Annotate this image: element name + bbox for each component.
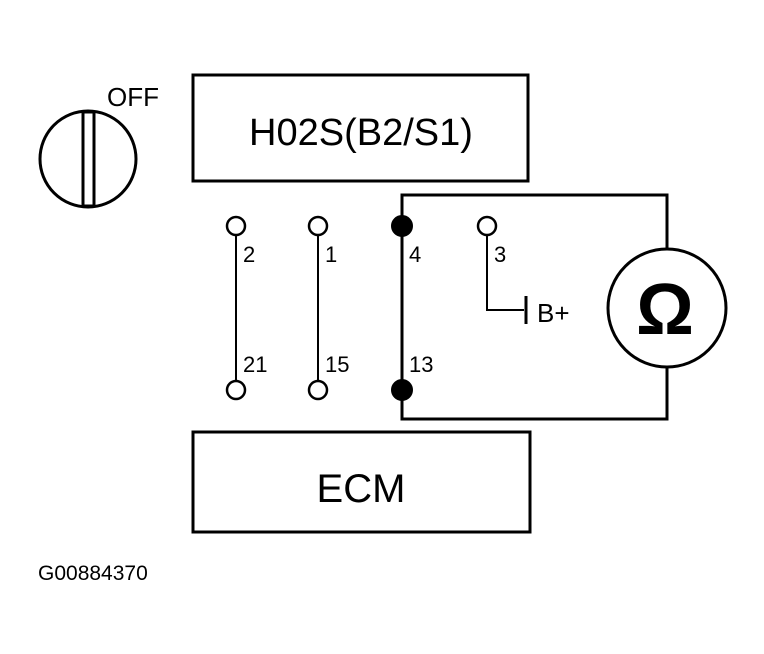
ohmmeter-circuit: 4 13 Ω	[391, 193, 728, 421]
terminal-15	[307, 379, 329, 401]
pin-label-1: 1	[325, 242, 337, 267]
wire-2-21: 2 21	[225, 215, 267, 401]
pin-label-4: 4	[409, 242, 421, 267]
sensor-connector: H02S(B2/S1)	[191, 73, 530, 183]
ignition-switch-body	[38, 109, 138, 209]
pin-label-2: 2	[243, 242, 255, 267]
supply-label: B+	[537, 298, 570, 328]
ohmmeter	[606, 247, 728, 369]
ecm-box	[191, 430, 532, 534]
meter-lead-upper	[400, 193, 669, 249]
terminal-21	[225, 379, 247, 401]
pin-label-13: 13	[409, 352, 433, 377]
pin-label-3: 3	[494, 242, 506, 267]
terminal-3	[476, 215, 498, 237]
pin-label-21: 21	[243, 352, 267, 377]
terminal-1	[307, 215, 329, 237]
sensor-label: H02S(B2/S1)	[249, 112, 473, 154]
pin-label-15: 15	[325, 352, 349, 377]
terminal-2	[225, 215, 247, 237]
ignition-key-slot	[81, 110, 96, 208]
ecm-label: ECM	[317, 467, 406, 511]
wire-1-15: 1 15	[307, 215, 349, 401]
terminal-4	[391, 215, 413, 237]
ignition-switch: OFF	[38, 82, 159, 209]
meter-lead-lower	[400, 367, 669, 421]
terminal-13	[391, 379, 413, 401]
supply-terminal-3: 3 B+	[476, 215, 570, 328]
sensor-box	[191, 73, 530, 183]
figure-id: G00884370	[38, 562, 148, 585]
ignition-off-label: OFF	[107, 82, 159, 112]
supply-wire	[486, 235, 524, 311]
ecm-connector: ECM	[191, 430, 532, 534]
ohm-symbol: Ω	[636, 270, 694, 350]
